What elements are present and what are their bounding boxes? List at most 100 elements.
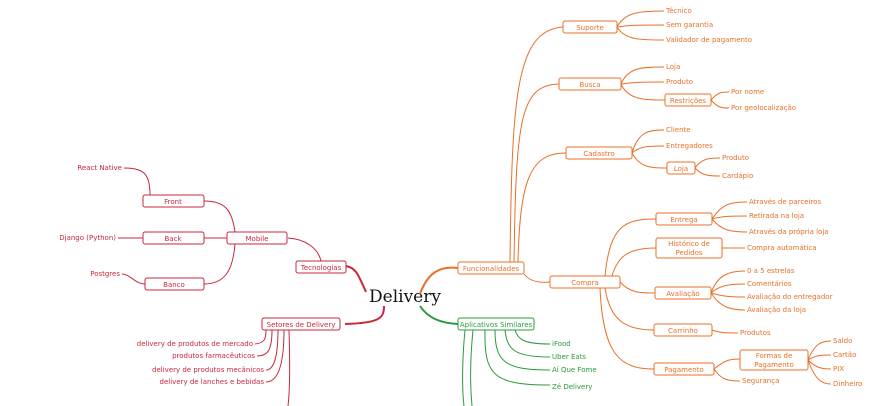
branch-funcionalidades <box>419 266 459 295</box>
connector-entrega <box>604 218 657 277</box>
suporte-label: Suporte <box>576 24 604 32</box>
connector-avaliacao <box>619 281 656 294</box>
connector-setor-1 <box>254 329 267 345</box>
historico-label-1: Histórico de <box>668 240 710 248</box>
connector-historico <box>611 247 657 277</box>
formas-label-2: Pagamento <box>754 361 794 369</box>
connector-front-1 <box>123 167 151 196</box>
connector-suporte-1 <box>616 10 665 28</box>
connector-cadastro-2 <box>631 145 665 154</box>
formas-item-3: PIX <box>833 365 844 373</box>
app-item-3: Aí Que Fome <box>552 366 597 374</box>
front-node[interactable] <box>142 194 205 208</box>
connector-loja <box>631 152 668 169</box>
connector-formas <box>713 358 741 370</box>
connector-loja-2 <box>694 167 721 177</box>
formas-item-1: Saldo <box>833 337 852 345</box>
connector-carrinho-1 <box>711 329 739 334</box>
cadastro-item-2: Entregadores <box>666 142 713 150</box>
suporte-item-1: Técnico <box>665 7 692 15</box>
connector-restricoes-2 <box>710 99 730 109</box>
seguranca-label: Segurança <box>742 377 779 385</box>
funcionalidades-node[interactable] <box>457 261 525 275</box>
connector-entrega-2 <box>711 215 748 220</box>
connector-cadastro-1 <box>631 129 665 154</box>
loja-item-1: Produto <box>722 154 749 162</box>
connector-restricoes <box>620 83 666 101</box>
connector-app-6 <box>462 329 466 406</box>
connector-busca <box>513 83 560 263</box>
busca-item-2: Produto <box>666 78 693 86</box>
branch-tecnologias <box>345 265 367 293</box>
cadastro-label: Cadastro <box>583 150 614 158</box>
connector-app-4 <box>484 329 551 386</box>
setor-item-1: delivery de produtos de mercado <box>137 340 253 348</box>
connector-front <box>203 200 236 233</box>
formas-item-2: Cartão <box>833 351 856 359</box>
loja-item-2: Cardápio <box>722 172 753 180</box>
back-item-1: Django (Python) <box>59 234 116 242</box>
connector-formas-4 <box>807 359 832 385</box>
restricoes-label: Restrições <box>670 97 707 105</box>
setor-item-3: delivery de produtos mecânicos <box>152 366 264 374</box>
connector-entrega-1 <box>711 201 748 220</box>
app-item-1: iFood <box>552 340 571 348</box>
branch-setores <box>344 305 385 325</box>
loja-label: Loja <box>674 165 688 173</box>
historico-label-2: Pedidos <box>675 249 702 257</box>
banco-item-1: Postgres <box>90 270 120 278</box>
mobile-label: Mobile <box>246 235 269 243</box>
tecnologias-label: Tecnologias <box>300 264 342 272</box>
connector-avaliacao-2 <box>710 283 746 294</box>
connector-busca-2 <box>620 81 665 85</box>
connector-setor-5 <box>287 329 291 406</box>
aplicativos-label: Aplicativos Similares <box>460 321 533 329</box>
front-label: Front <box>164 198 182 206</box>
entrega-label: Entrega <box>670 216 697 224</box>
connector-setor-4 <box>265 329 285 383</box>
pagamento-label: Pagamento <box>664 366 704 374</box>
connector-formas-1 <box>807 340 832 361</box>
setores-label: Setores de Delivery <box>267 321 336 329</box>
connector-app-3 <box>494 329 551 371</box>
formas-label-1: Formas de <box>756 352 793 360</box>
aplicativos-node[interactable] <box>457 317 535 331</box>
avaliacao-item-3: Avaliação do entregador <box>747 293 833 301</box>
avaliacao-item-1: 0 a 5 estrelas <box>747 267 795 275</box>
cadastro-item-1: Cliente <box>666 126 691 134</box>
branch-aplicativos <box>419 305 459 325</box>
formas-item-4: Dinheiro <box>833 380 862 388</box>
connector-banco-1 <box>121 273 146 285</box>
connector-avaliacao-3 <box>710 292 746 298</box>
connector-entrega-3 <box>711 218 748 233</box>
setor-item-2: produtos farmacêuticos <box>172 352 255 360</box>
suporte-item-2: Sem garantia <box>666 21 713 29</box>
connector-avaliacao-4 <box>710 292 746 311</box>
restricoes-item-1: Por nome <box>731 88 764 96</box>
connector-compra <box>523 273 551 283</box>
connector-mobile <box>287 237 322 262</box>
front-item-1: React Native <box>77 164 122 172</box>
connector-app-5 <box>470 329 474 406</box>
setor-item-4: delivery de lanches e bebidas <box>160 378 265 386</box>
app-item-4: Zé Delivery <box>552 383 592 391</box>
connector-suporte-3 <box>616 26 665 41</box>
connector-app-2 <box>504 329 551 358</box>
connector-restricoes-1 <box>710 91 730 101</box>
app-item-2: Uber Eats <box>552 353 586 361</box>
carrinho-label: Carrinho <box>668 327 698 335</box>
banco-label: Banco <box>163 281 185 289</box>
connector-banco <box>203 243 236 285</box>
avaliacao-item-2: Comentários <box>747 280 792 288</box>
connector-app-1 <box>514 329 551 345</box>
carrinho-item-1: Produtos <box>740 329 771 337</box>
entrega-item-2: Retirada na loja <box>749 212 804 220</box>
setores-node[interactable] <box>261 317 341 331</box>
connector-cadastro <box>517 152 567 263</box>
connector-formas-3 <box>807 359 832 370</box>
busca-item-1: Loja <box>666 63 680 71</box>
central-topic[interactable]: Delivery <box>369 287 441 307</box>
avaliacao-label: Avaliação <box>666 290 699 298</box>
connector-setor-3 <box>265 329 279 371</box>
